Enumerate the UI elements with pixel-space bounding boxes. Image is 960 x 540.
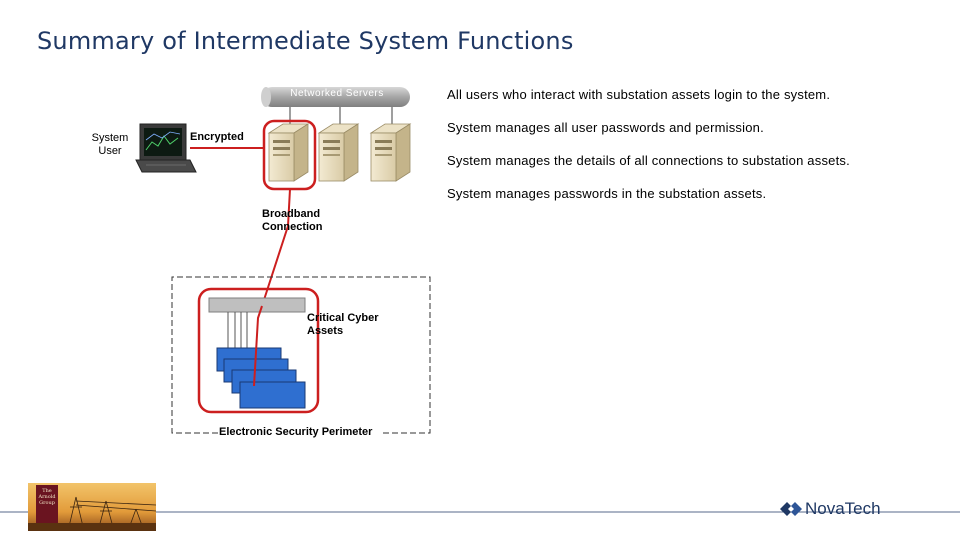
broadband-label-line-2: Connection <box>262 221 323 233</box>
critical-assets-label: Critical Cyber Assets <box>307 312 379 338</box>
bullet-list: All users who interact with substation a… <box>447 86 947 218</box>
networked-servers-label: Networked Servers <box>290 88 384 99</box>
critical-assets-highlight <box>197 287 320 414</box>
bullet-item: System manages passwords in the substati… <box>447 186 767 201</box>
networked-servers-bus <box>261 87 410 107</box>
esp-label: Electronic Security Perimeter <box>219 426 373 438</box>
server-3 <box>369 123 412 182</box>
critical-asset-stack <box>216 347 306 409</box>
encrypted-label: Encrypted <box>190 131 244 143</box>
novatech-diamond-icon <box>780 502 802 516</box>
broadband-label: Broadband Connection <box>262 208 323 234</box>
arnold-logo-line-3: Group <box>39 500 55 506</box>
asset-access-path <box>253 305 263 387</box>
bullet-item: All users who interact with substation a… <box>447 87 831 102</box>
arnold-group-logo <box>28 483 156 531</box>
arnold-logo-line-2: Arnold <box>38 494 56 500</box>
server-2 <box>317 123 360 182</box>
bullet-item: System manages the details of all connec… <box>447 153 850 168</box>
critical-assets-label-line-2: Assets <box>307 325 344 337</box>
broadband-link <box>261 188 291 307</box>
system-user-label: System User <box>90 132 130 158</box>
server-1 <box>267 123 310 182</box>
page-title: Summary of Intermediate System Functions <box>37 27 574 55</box>
novatech-logo: NovaTech <box>780 498 881 520</box>
broadband-label-line-1: Broadband <box>262 208 321 220</box>
arnold-group-logo-text: The Arnold Group <box>36 488 58 506</box>
system-user-label-line-2: User <box>98 145 122 157</box>
critical-assets-label-line-1: Critical Cyber <box>307 312 379 324</box>
switch-device <box>208 297 306 313</box>
novatech-wordmark: NovaTech <box>805 499 881 518</box>
bullet-item: System manages all user passwords and pe… <box>447 120 764 135</box>
arnold-logo-line-1: The <box>42 488 52 494</box>
laptop-icon <box>135 123 197 173</box>
system-user-label-line-1: System <box>91 132 129 144</box>
electronic-security-perimeter <box>171 276 431 434</box>
